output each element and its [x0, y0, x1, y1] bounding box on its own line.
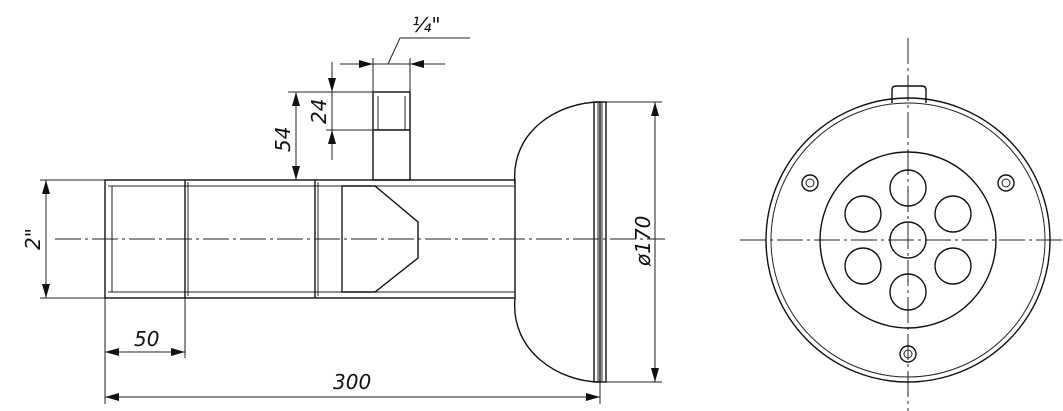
nozzle-hole	[934, 247, 972, 285]
label-pipe-thread: 2"	[21, 228, 45, 250]
nozzle-hole	[844, 247, 882, 285]
dim-length-300: 300	[105, 370, 601, 404]
nozzle-hole	[889, 169, 927, 207]
dim-length-50: 50	[104, 298, 186, 404]
dim-height-24: 24	[307, 62, 373, 160]
nozzle-hole	[889, 221, 927, 259]
nozzle-hole	[889, 273, 927, 311]
label-height-24: 24	[307, 99, 331, 124]
dim-diameter-170: ø170	[606, 101, 662, 383]
outer-rim	[765, 97, 1051, 383]
dim-pipe-thread: 2"	[21, 179, 105, 299]
label-diameter-170: ø170	[631, 216, 655, 267]
side-view	[55, 91, 665, 383]
dim-height-54: 54	[271, 91, 373, 180]
label-thread-quarter: ¼"	[412, 13, 441, 37]
nozzle-hole	[934, 195, 972, 233]
mounting-screw	[899, 345, 917, 363]
label-height-54: 54	[271, 127, 295, 152]
dome-head	[514, 101, 601, 383]
mounting-screw	[801, 174, 819, 192]
dim-thread-quarter: ¼"	[340, 13, 470, 92]
label-length-50: 50	[134, 327, 159, 351]
nozzle-hole	[844, 195, 882, 233]
nozzle-plate	[819, 151, 997, 329]
top-fitting	[372, 91, 411, 181]
label-length-300: 300	[333, 370, 371, 394]
top-lug	[891, 85, 927, 103]
front-view	[740, 38, 1063, 411]
mounting-screw	[997, 174, 1015, 192]
